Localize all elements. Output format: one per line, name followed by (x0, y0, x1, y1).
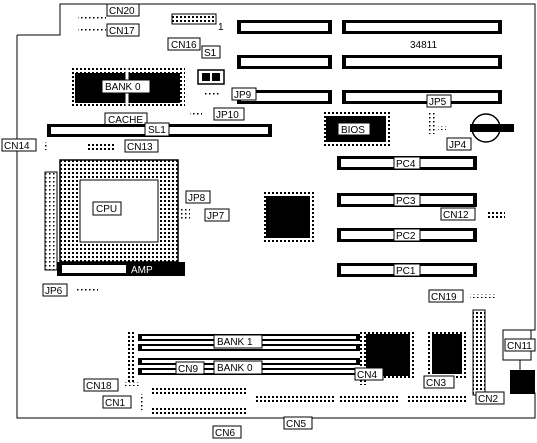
cn13-label-box (124, 139, 159, 153)
cpu-label: CPU (96, 204, 117, 215)
cn2-label: CN2 (478, 394, 498, 405)
cn18-label: CN18 (86, 381, 112, 392)
cn1-label-box (102, 395, 132, 409)
jp9-jumper (203, 93, 221, 97)
cn18-label-box (83, 378, 119, 392)
cn13-label: CN13 (127, 142, 153, 153)
cn12-label: CN12 (443, 210, 469, 221)
sl1-label: SL1 (148, 125, 166, 136)
cn6-label-box (212, 425, 242, 439)
cn19-label: CN19 (431, 292, 457, 303)
jp7-label-box (204, 208, 230, 222)
cn17-label: CN17 (109, 26, 135, 37)
jp8-label-box (185, 190, 211, 204)
cn13-header (88, 142, 116, 150)
jp10-jumper (190, 113, 202, 117)
bank1-label-box (213, 334, 263, 349)
cn9-header (152, 386, 248, 394)
jp5-jumper (427, 112, 435, 134)
cn4-label-box (354, 367, 384, 381)
pc1-label: PC1 (396, 266, 416, 277)
cn20-connector (78, 16, 106, 20)
slot-pin-marker: 1 (218, 22, 224, 33)
pc3-label-box (393, 193, 421, 207)
cpu-label-box (92, 201, 122, 216)
bank0-simm-label: BANK 0 (217, 363, 253, 374)
cn18-connector (124, 382, 140, 386)
keyboard-port (510, 370, 535, 394)
cn5-label: CN5 (286, 419, 306, 430)
cn16-label-box (167, 37, 201, 51)
cn11-label-box (504, 338, 536, 352)
cn14-connector (44, 142, 49, 150)
cn2-connector (472, 309, 486, 396)
cn1-connector (139, 394, 145, 410)
cn11-label: CN11 (507, 341, 532, 352)
cn12-header (487, 211, 505, 219)
amp-label: AMP (131, 265, 153, 276)
bank0-simm-label-box (213, 360, 263, 375)
jp10-label-box (213, 107, 245, 121)
jp7-label: JP7 (207, 211, 225, 222)
bank0-top-label-box (101, 79, 151, 94)
jp10-label: JP10 (216, 110, 239, 121)
cn3-header (408, 394, 468, 402)
cn14-label-box (1, 138, 37, 152)
pc4-label: PC4 (396, 159, 416, 170)
cn5-label-box (283, 416, 313, 430)
cpu-socket (44, 159, 185, 276)
cn9-label-box (175, 361, 205, 375)
jp5-label: JP5 (429, 97, 447, 108)
cn6-label: CN6 (215, 428, 235, 439)
cn17-connector (78, 28, 106, 32)
jp8-label: JP8 (188, 193, 206, 204)
cn20-label: CN20 (109, 6, 135, 17)
jp7-jumper (180, 208, 190, 220)
pc3-label: PC3 (396, 196, 416, 207)
jp6-label: JP6 (45, 286, 63, 297)
jp9-label: JP9 (234, 90, 252, 101)
cn16-header (171, 13, 217, 25)
bank0-top-label: BANK 0 (105, 82, 141, 93)
sl1-label-box (144, 122, 170, 137)
cn17-label-box (106, 23, 140, 37)
pc2-label-box (393, 228, 421, 242)
cn6-header (152, 408, 248, 416)
cn4-label: CN4 (357, 370, 377, 381)
bios-label: BIOS (341, 125, 365, 136)
jp4-label: JP4 (449, 140, 467, 151)
cn5-header (254, 394, 334, 402)
cn12-label-box (440, 207, 476, 221)
cn3-label-box (423, 375, 455, 389)
pc1-label-box (393, 263, 421, 277)
bios-label-box (337, 122, 371, 136)
pc2-label: PC2 (396, 231, 416, 242)
jp6-jumper (76, 289, 98, 293)
s1-switch (197, 69, 225, 85)
bank1-label: BANK 1 (217, 337, 253, 348)
cn4-header (338, 394, 398, 402)
isa-slots (237, 20, 502, 104)
cn19-label-box (428, 289, 464, 303)
jp5-label-box (426, 94, 452, 108)
cn16-label: CN16 (171, 40, 197, 51)
cache-label: CACHE (108, 115, 143, 126)
cn2-label-box (475, 391, 505, 405)
cn14-label: CN14 (4, 141, 30, 152)
s1-label-box (201, 45, 221, 59)
model-number: 34811 (410, 40, 438, 51)
jp4-label-box (446, 137, 472, 151)
jp9-label-box (231, 87, 257, 101)
cn20-label-box (106, 3, 140, 17)
s1-label: S1 (204, 48, 217, 59)
cn1-label: CN1 (105, 398, 125, 409)
cn3-label: CN3 (426, 378, 446, 389)
jp6-label-box (42, 283, 68, 297)
cn19-connector (470, 294, 496, 298)
pc4-label-box (393, 156, 421, 170)
cn9-label: CN9 (178, 364, 198, 375)
